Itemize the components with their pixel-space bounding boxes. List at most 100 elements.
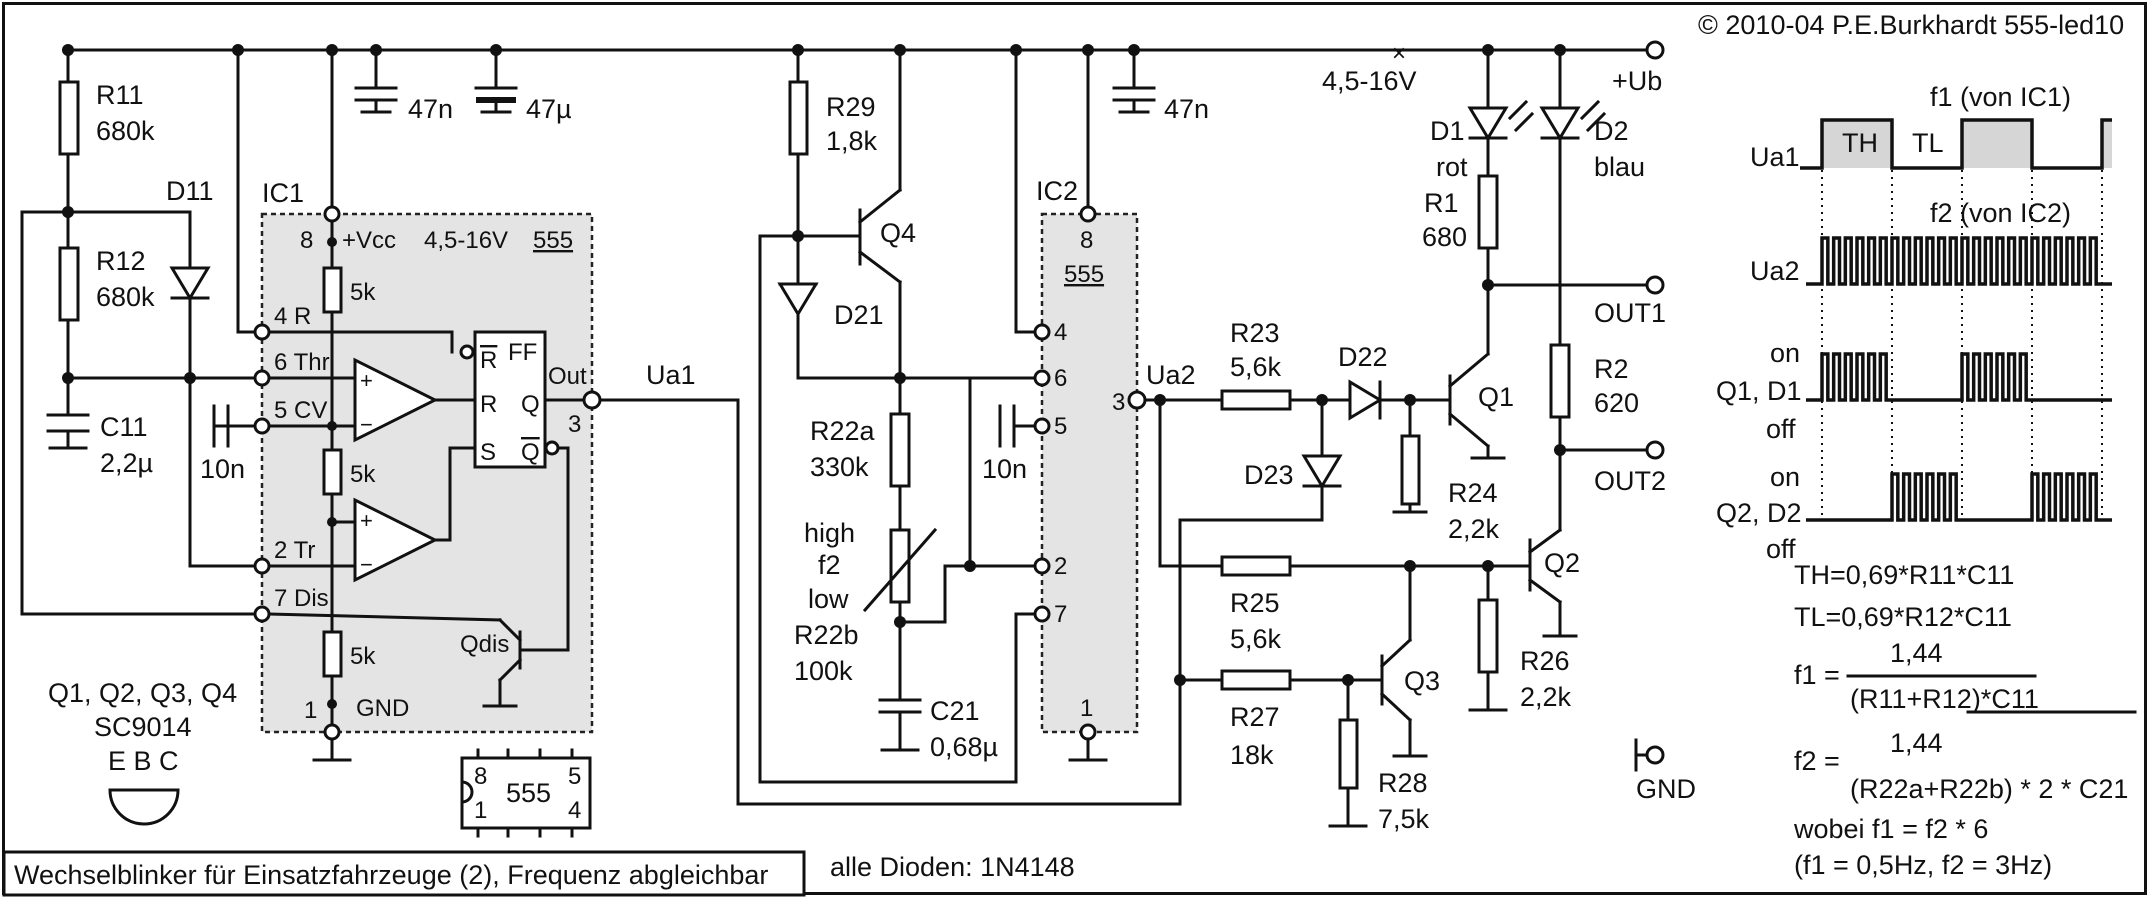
- c10n-a-label: 10n: [200, 454, 245, 484]
- c21-name: C21: [930, 696, 980, 726]
- transistor-note-pins: E B C: [108, 746, 179, 776]
- r22b-f2: f2: [818, 550, 841, 580]
- timing-off-1: off: [1766, 414, 1796, 444]
- ic1-wiring: +− +−: [212, 44, 602, 762]
- r27-name: R27: [1230, 702, 1280, 732]
- ic1-vcc: +Vcc: [342, 227, 396, 254]
- d2-color: blau: [1594, 152, 1645, 182]
- r11-name: R11: [96, 80, 144, 110]
- resistor-r28: [1338, 718, 1359, 790]
- ic2-pin3: 3: [1112, 389, 1125, 416]
- r1-name: R1: [1424, 188, 1459, 218]
- ic1-gnd: GND: [356, 695, 409, 722]
- resistor-r25: [1220, 555, 1292, 577]
- led-d2: [1539, 106, 1581, 141]
- ic1-qdis: Qdis: [460, 631, 509, 658]
- r22a-name: R22a: [810, 416, 876, 446]
- formula-tl: TL=0,69*R12*C11: [1794, 602, 2012, 632]
- diode-d21: [777, 282, 819, 317]
- ic1-r5k-c: 5k: [350, 643, 376, 670]
- r27-value: 18k: [1230, 740, 1274, 770]
- ic2-pin6: 6: [1054, 365, 1067, 392]
- ic1-pin7: 7 Dis: [274, 585, 329, 612]
- ua1-label: Ua1: [646, 360, 696, 390]
- ic1-comparator-top: [353, 357, 439, 443]
- ic1-pin3: [582, 390, 602, 410]
- diode-d23: [1301, 454, 1343, 489]
- transistor-pinout: [108, 788, 180, 826]
- formula-th: TH=0,69*R11*C11: [1794, 560, 2014, 590]
- ic1-pin8: [323, 205, 341, 223]
- ic1-pin4: 4 R: [274, 303, 311, 330]
- d1-name: D1: [1430, 116, 1465, 146]
- dip-package: [460, 748, 592, 838]
- resistor-r22a: [889, 412, 911, 488]
- formula-f1-num: 1,44: [1890, 638, 1943, 668]
- ic1-r5k-a: 5k: [350, 279, 376, 306]
- timing-f2-title: f2 (von IC2): [1930, 198, 2071, 228]
- ub-terminal: [1645, 40, 1665, 60]
- led-d1: [1467, 106, 1509, 141]
- ic1-out: Out: [548, 363, 587, 390]
- diodes-note: alle Dioden: 1N4148: [830, 852, 1075, 882]
- ic2-wiring: [758, 44, 1147, 784]
- r26-value: 2,2k: [1520, 682, 1572, 712]
- ic2-pin1: 1: [1080, 695, 1093, 722]
- d2-name: D2: [1594, 116, 1629, 146]
- timing-row-q2: Q2, D2: [1716, 498, 1802, 528]
- formula-f1-lhs: f1 =: [1794, 660, 1840, 690]
- out2-label: OUT2: [1594, 466, 1666, 496]
- ic1-flipflop: [473, 330, 547, 469]
- timing-off-2: off: [1766, 534, 1796, 564]
- resistor-r23: [1220, 389, 1292, 411]
- r26-name: R26: [1520, 646, 1570, 676]
- r2-value: 620: [1594, 388, 1639, 418]
- ic1-pin1: 1: [304, 697, 317, 724]
- formula-f2-num: 1,44: [1890, 728, 1943, 758]
- ic1-pin6: 6 Thr: [274, 349, 330, 376]
- formula-note2: (f1 = 0,5Hz, f2 = 3Hz): [1794, 850, 2052, 880]
- timing-diagram: [1800, 118, 2137, 714]
- ic1-comparator-bottom: [353, 497, 439, 583]
- ic2-pin8: 8: [1080, 227, 1093, 254]
- r22b-value: 100k: [794, 656, 853, 686]
- ic1-name: IC1: [262, 178, 304, 208]
- out1-label: OUT1: [1594, 298, 1666, 328]
- r29-value: 1,8k: [826, 126, 878, 156]
- resistor-r27: [1220, 669, 1292, 691]
- q3-label: Q3: [1404, 666, 1440, 696]
- r11-r12-network: [20, 44, 264, 616]
- ic1-pin5: 5 CV: [274, 397, 327, 424]
- ic1-pin8-num: 8: [300, 227, 313, 254]
- svg-text:+: +: [360, 368, 373, 393]
- r12-name: R12: [96, 246, 146, 276]
- ic1-r5k-b: 5k: [350, 461, 376, 488]
- r22b-high: high: [804, 518, 855, 548]
- timing-tl: TL: [1912, 128, 1944, 158]
- diode-d22: [1348, 379, 1383, 421]
- timing-on-1: on: [1770, 338, 1800, 368]
- d1-color: rot: [1436, 152, 1468, 182]
- r22a-value: 330k: [810, 452, 869, 482]
- ic2-pin5: 5: [1054, 413, 1067, 440]
- ic2-pin4: 4: [1054, 319, 1067, 346]
- svg-text:−: −: [360, 552, 373, 577]
- r24-name: R24: [1448, 478, 1498, 508]
- formula-f1-den: (R11+R12)*C11: [1850, 684, 2039, 714]
- d23-label: D23: [1244, 460, 1294, 490]
- package-p8: 8: [474, 763, 487, 790]
- transistor-note-line2: SC9014: [94, 712, 192, 742]
- resistor-r2: [1549, 343, 1571, 419]
- formula-note1: wobei f1 = f2 * 6: [1793, 814, 1988, 844]
- package-label: 555: [506, 778, 551, 808]
- resistor-r24: [1400, 434, 1421, 506]
- supply-caps: [354, 44, 1156, 114]
- r28-name: R28: [1378, 768, 1428, 798]
- ic1-ff-s: S: [480, 439, 496, 466]
- r28-value: 7,5k: [1378, 804, 1430, 834]
- package-p1: 1: [474, 797, 487, 824]
- c47u-label: 47µ: [526, 94, 572, 124]
- r22b-name: R22b: [794, 620, 859, 650]
- ic1-ff-qbar: Q: [521, 439, 540, 466]
